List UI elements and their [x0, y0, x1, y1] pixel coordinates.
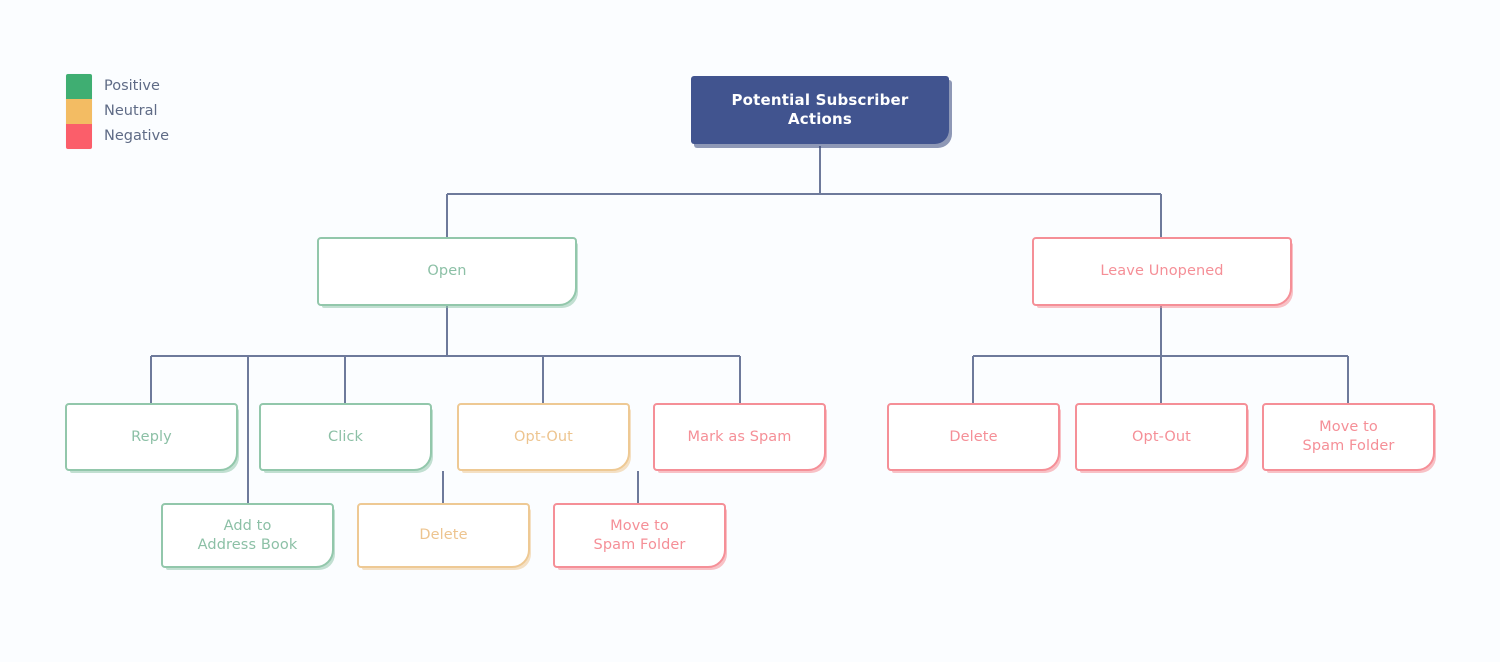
- node-leave-unopened[interactable]: Leave Unopened: [1032, 237, 1292, 306]
- node-delete-unopened[interactable]: Delete: [887, 403, 1060, 471]
- legend-label-positive: Positive: [104, 78, 160, 94]
- node-click[interactable]: Click: [259, 403, 432, 471]
- node-delete-open[interactable]: Delete: [357, 503, 530, 568]
- node-opt-out-unopened-label: Opt-Out: [1132, 428, 1191, 445]
- legend-swatch-neutral: [66, 99, 92, 124]
- node-leave-unopened-label: Leave Unopened: [1100, 263, 1224, 280]
- node-opt-out-open[interactable]: Opt-Out: [457, 403, 630, 471]
- node-root-label: Potential Subscriber Actions: [731, 90, 909, 128]
- legend: Positive Neutral Negative: [66, 74, 169, 149]
- legend-swatch-negative: [66, 124, 92, 149]
- legend-label-group: Positive Neutral Negative: [104, 74, 169, 149]
- node-reply-label: Reply: [131, 428, 172, 445]
- node-opt-out-unopened[interactable]: Opt-Out: [1075, 403, 1248, 471]
- node-opt-out-open-label: Opt-Out: [514, 428, 573, 445]
- node-mark-as-spam-label: Mark as Spam: [687, 428, 792, 445]
- legend-label-negative: Negative: [104, 128, 170, 144]
- node-click-label: Click: [327, 428, 364, 445]
- node-delete-open-label: Delete: [419, 527, 468, 544]
- node-mark-as-spam[interactable]: Mark as Spam: [653, 403, 826, 471]
- node-open-label: Open: [427, 263, 467, 280]
- legend-label-neutral: Neutral: [104, 103, 158, 119]
- node-root[interactable]: Potential Subscriber Actions: [691, 76, 949, 144]
- legend-swatch-positive: [66, 74, 92, 99]
- node-open[interactable]: Open: [317, 237, 577, 306]
- legend-swatch-group: [66, 74, 92, 149]
- node-reply[interactable]: Reply: [65, 403, 238, 471]
- node-delete-unopened-label: Delete: [949, 428, 998, 445]
